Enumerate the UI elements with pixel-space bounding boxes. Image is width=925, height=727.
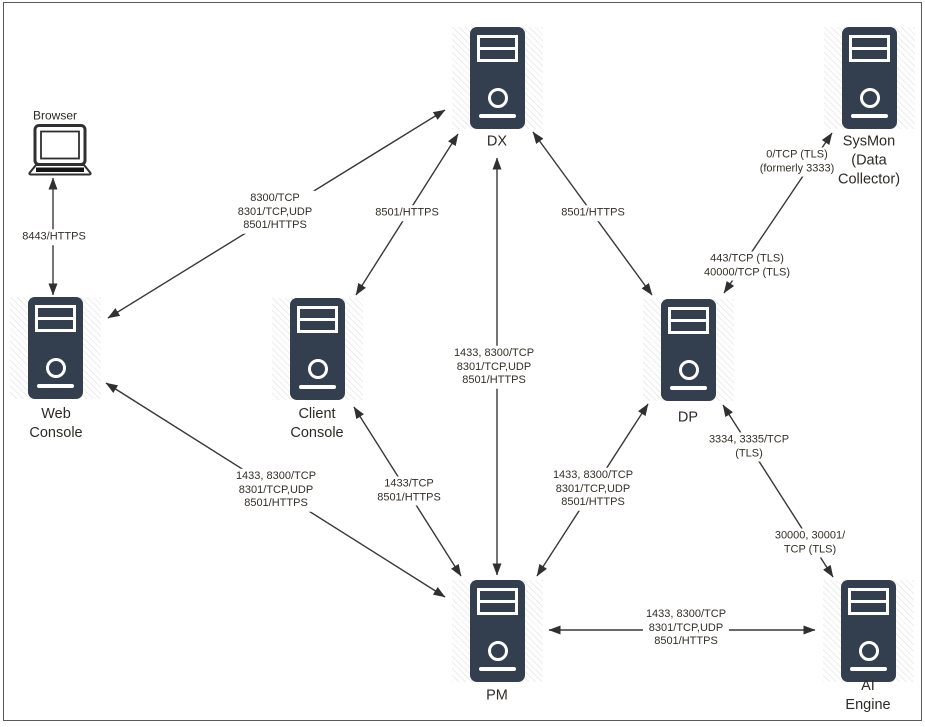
node-pm [452,580,543,682]
edge-label-pm-ai-engine: 1433, 8300/TCP 8301/TCP,UDP 8501/HTTPS [642,606,730,650]
node-label-dx: DX [486,133,508,150]
node-label-ai-engine: AI Engine [845,678,891,713]
edge-label-client-console-dx: 8501/HTTPS [372,205,442,221]
node-ai-engine [823,580,914,682]
server-tower-icon [841,580,896,682]
node-sysmon [824,27,915,129]
server-tower-icon [290,298,345,400]
laptop-icon [28,124,92,176]
node-dx [452,27,543,129]
server-tower-icon [28,297,83,399]
node-label-sysmon: SysMon (Data Collector) [837,133,901,188]
node-label-pm: PM [486,687,508,704]
node-label-client-console: Client Console [290,406,344,441]
node-dp [643,299,734,401]
edge-label-web-console-dx: 8300/TCP 8301/TCP,UDP 8501/HTTPS [234,190,316,234]
node-label-browser: Browser [32,108,78,123]
node-label-web-console: Web Console [29,406,83,441]
edge-label-dx-pm: 1433, 8300/TCP 8301/TCP,UDP 8501/HTTPS [450,345,538,389]
node-label-dp: DP [677,409,699,426]
server-tower-icon [470,580,525,682]
edge-label-dp-ai-engine-lower: 30000, 30001/ TCP (TLS) [771,528,849,558]
node-client-console [272,298,363,400]
edge-label-dp-sysmon-lower: 443/TCP (TLS) 40000/TCP (TLS) [700,251,794,281]
edge-label-dp-pm: 1433, 8300/TCP 8301/TCP,UDP 8501/HTTPS [549,467,637,511]
edge-label-dx-dp: 8501/HTTPS [558,205,628,221]
edge-label-dp-sysmon-upper: 0/TCP (TLS) (formerly 3333) [756,147,838,177]
edge-label-client-console-pm: 1433/TCP 8501/HTTPS [374,476,444,506]
edge-label-dp-ai-engine-upper: 3334, 3335/TCP (TLS) [705,432,793,462]
server-tower-icon [470,27,525,129]
edge-label-web-console-pm: 1433, 8300/TCP 8301/TCP,UDP 8501/HTTPS [232,468,320,512]
edge-label-browser-web-console: 8443/HTTPS [19,229,89,245]
node-browser [28,124,92,176]
node-web-console [10,297,101,399]
server-tower-icon [842,27,897,129]
server-tower-icon [661,299,716,401]
